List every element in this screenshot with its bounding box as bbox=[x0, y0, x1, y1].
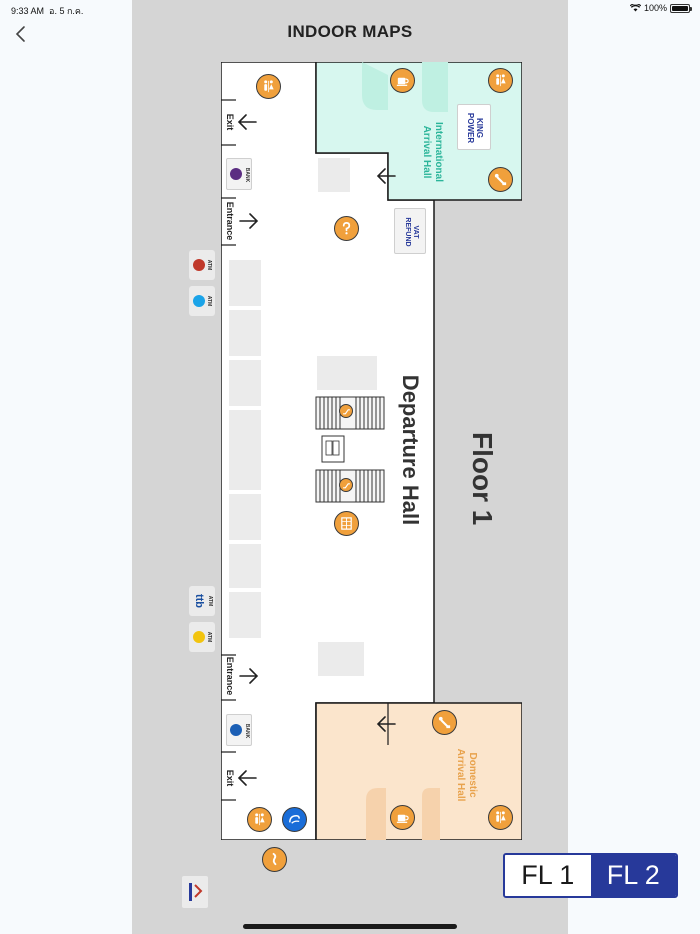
floor-2-button[interactable]: FL 2 bbox=[590, 855, 676, 896]
restroom-icon[interactable] bbox=[488, 68, 513, 93]
atm-logo-icon bbox=[193, 295, 205, 307]
escalator-icon[interactable] bbox=[339, 404, 353, 418]
wifi-icon bbox=[629, 4, 641, 12]
atm-label: ATM bbox=[206, 259, 212, 271]
status-date: อ. 5 ก.ค. bbox=[49, 6, 84, 16]
counter bbox=[229, 592, 261, 638]
exit-label-top: Exit bbox=[225, 113, 235, 131]
baggage-icon[interactable] bbox=[432, 710, 457, 735]
coffee-icon[interactable] bbox=[390, 805, 415, 830]
international-hall-label[interactable]: International Arrival Hall bbox=[420, 122, 444, 182]
accessibility-icon[interactable] bbox=[282, 807, 307, 832]
battery-icon bbox=[670, 3, 692, 13]
domestic-hall-label[interactable]: Domestic Arrival Hall bbox=[454, 749, 478, 802]
airport-logo bbox=[182, 876, 208, 908]
international-hall-line2: Arrival Hall bbox=[421, 125, 432, 179]
ttb-logo: ttb bbox=[193, 593, 205, 609]
dom-walkway-shape bbox=[366, 788, 386, 840]
atm-1[interactable]: ATM bbox=[189, 250, 215, 280]
vat-line2: REFUND bbox=[404, 217, 411, 247]
exit-label-bottom: Exit bbox=[225, 769, 235, 787]
smoking-area-icon[interactable] bbox=[262, 847, 287, 872]
atm-logo-icon bbox=[193, 631, 205, 643]
counter bbox=[229, 310, 261, 356]
coffee-icon[interactable] bbox=[390, 68, 415, 93]
back-button[interactable] bbox=[10, 24, 30, 44]
shop-block bbox=[318, 158, 350, 192]
counter bbox=[229, 494, 261, 540]
international-hall-line1: International bbox=[433, 121, 444, 183]
bank-top[interactable]: BANK bbox=[226, 158, 252, 190]
lift-icon[interactable] bbox=[334, 511, 359, 536]
king-power-line2: POWER bbox=[466, 112, 475, 144]
floor-plan[interactable] bbox=[221, 62, 522, 840]
atm-label: ATM bbox=[207, 595, 213, 607]
airport-logo-icon bbox=[189, 883, 203, 901]
counter bbox=[229, 360, 261, 406]
counter bbox=[229, 260, 261, 306]
bank-logo-icon bbox=[230, 168, 242, 180]
king-power-store[interactable]: KING POWER bbox=[457, 104, 491, 150]
status-time-date: 9:33 AM อ. 5 ก.ค. bbox=[11, 4, 83, 18]
bank-logo-icon bbox=[230, 724, 242, 736]
domestic-hall-line2: Arrival Hall bbox=[455, 748, 466, 802]
intl-walkway-shape-2 bbox=[422, 62, 448, 112]
bank-bottom[interactable]: BANK bbox=[226, 714, 252, 746]
king-power-line1: KING bbox=[475, 117, 484, 138]
restroom-icon[interactable] bbox=[256, 74, 281, 99]
info-icon[interactable] bbox=[334, 216, 359, 241]
shop-block bbox=[318, 642, 364, 676]
baggage-icon[interactable] bbox=[488, 167, 513, 192]
vat-line1: VAT bbox=[412, 225, 419, 239]
vat-refund-counter[interactable]: VAT REFUND bbox=[394, 208, 426, 254]
entrance-label-top: Entrance bbox=[225, 201, 235, 241]
atm-2[interactable]: ATM bbox=[189, 286, 215, 316]
entrance-label-bottom: Entrance bbox=[225, 656, 235, 696]
restroom-icon[interactable] bbox=[247, 807, 272, 832]
atm-logo-icon bbox=[193, 259, 205, 271]
page-title: INDOOR MAPS bbox=[287, 22, 413, 41]
floor-switcher: FL 1 FL 2 bbox=[503, 853, 678, 898]
status-time: 9:33 AM bbox=[11, 6, 45, 16]
status-indicators: 100% bbox=[629, 3, 692, 13]
restroom-icon[interactable] bbox=[488, 805, 513, 830]
home-indicator[interactable] bbox=[243, 924, 457, 929]
bank-label-bottom: BANK bbox=[244, 723, 250, 739]
departure-hall-label[interactable]: Departure Hall bbox=[398, 374, 423, 526]
status-bar: 9:33 AM อ. 5 ก.ค. 100% bbox=[0, 0, 700, 18]
counter bbox=[229, 410, 261, 490]
battery-percent: 100% bbox=[643, 3, 667, 13]
escalator-icon[interactable] bbox=[339, 478, 353, 492]
atm-4[interactable]: ATM bbox=[189, 622, 215, 652]
back-icon bbox=[15, 26, 25, 42]
domestic-hall-line1: Domestic bbox=[467, 752, 478, 798]
floor-1-button[interactable]: FL 1 bbox=[505, 855, 591, 896]
dom-walkway-shape-2 bbox=[422, 788, 440, 840]
floor-label: Floor 1 bbox=[467, 432, 498, 526]
elevator-icon bbox=[321, 435, 345, 463]
atm-label: ATM bbox=[206, 631, 212, 643]
bank-label-top: BANK bbox=[244, 167, 250, 183]
counter bbox=[229, 544, 261, 588]
atm-ttb[interactable]: ttb ATM bbox=[189, 586, 215, 616]
shop-block bbox=[317, 356, 377, 390]
intl-walkway-shape bbox=[362, 62, 388, 110]
atm-label: ATM bbox=[206, 295, 212, 307]
exit-arrow-icon bbox=[237, 114, 396, 786]
